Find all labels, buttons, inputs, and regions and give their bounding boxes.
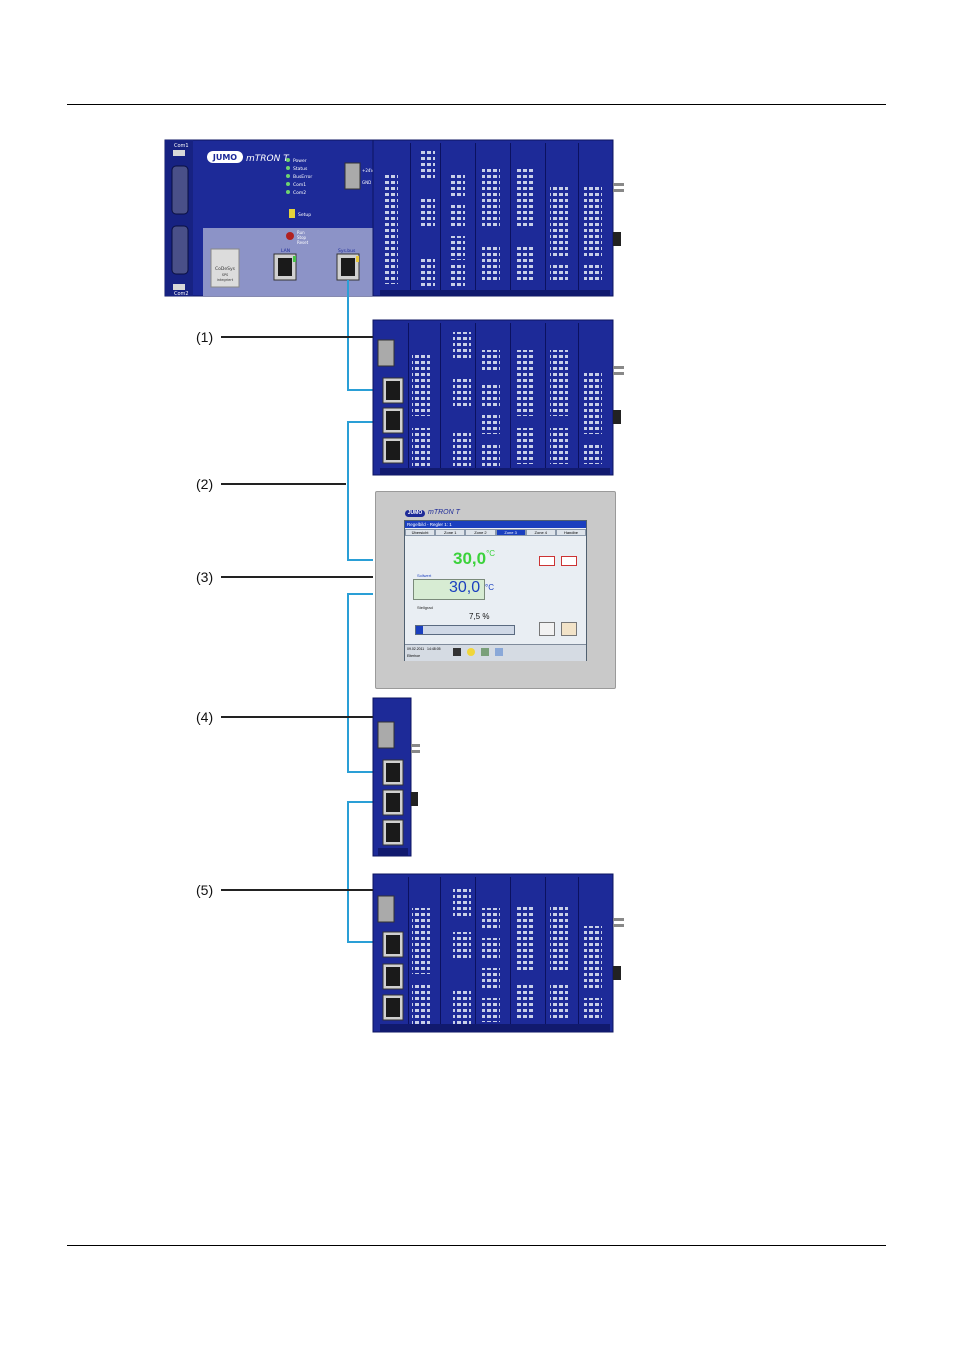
cpu-brand: JUMO xyxy=(212,153,237,162)
footer-print-icon[interactable] xyxy=(481,648,489,656)
setpoint-value: 30,0 xyxy=(449,579,481,596)
output-bar-fill xyxy=(416,626,424,634)
setpoint-field[interactable] xyxy=(413,579,485,600)
callout-3: (3) xyxy=(196,569,214,585)
actual-value: 30,0 xyxy=(453,549,487,568)
screen-titlebar: Regelbild - Regler 1: 1 xyxy=(405,521,586,528)
output-label: Stellgrad xyxy=(417,605,433,610)
footer-date: 09.02.2011 xyxy=(407,647,425,651)
cpu-led-com1: Com1 xyxy=(293,182,306,188)
tab-zone-4[interactable]: Zone 4 xyxy=(525,529,556,536)
footer-home-icon[interactable] xyxy=(453,648,461,656)
actual-unit: °C xyxy=(486,549,496,558)
bus-coupler-4 xyxy=(372,697,420,857)
footer-light-icon[interactable] xyxy=(467,648,475,656)
cpu-led-list xyxy=(286,158,290,194)
header-rule xyxy=(67,104,886,105)
footer-time: 14:48:05 xyxy=(427,647,441,651)
setpoint-label: Sollwert xyxy=(417,573,432,578)
output-bar xyxy=(415,625,515,635)
actual-value-row: 30,0 °C xyxy=(453,549,495,569)
alarm-icon-2[interactable] xyxy=(561,556,577,566)
footer-rule xyxy=(67,1245,886,1246)
tab-zone-1[interactable]: Zone 1 xyxy=(435,529,466,536)
cpu-stop-label: Stop xyxy=(297,235,307,240)
cpu-lan-label: LAN xyxy=(281,248,290,254)
cpu-com1-label: Com1 xyxy=(174,143,189,149)
cpu-codesys-label: CoDeSys xyxy=(215,266,236,272)
cpu-sps-label: SPS xyxy=(222,273,229,277)
tab-zone-2[interactable]: Zone 2 xyxy=(465,529,496,536)
cpu-systembus-label: Sys.bus xyxy=(338,248,356,254)
callout-1: (1) xyxy=(196,329,214,345)
io-rack-1 xyxy=(372,319,624,476)
panel-screen: Regelbild - Regler 1: 1 Übersicht Zone 1… xyxy=(404,520,587,661)
io-rack-top xyxy=(372,139,624,297)
screen-footer: 09.02.2011 14:48:05 Elterhoe xyxy=(405,644,586,661)
cpu-setup-label: Setup xyxy=(298,212,311,218)
cpu-model: mTRON T xyxy=(246,154,290,164)
tab-uebersicht[interactable]: Übersicht xyxy=(405,529,436,536)
manual-button[interactable] xyxy=(539,622,555,636)
output-value: 7,5 % xyxy=(469,612,490,621)
callout-5: (5) xyxy=(196,882,214,898)
callout-4: (4) xyxy=(196,709,214,725)
io-rack-5 xyxy=(372,873,624,1033)
systembus-cable xyxy=(347,280,383,943)
cpu-supply-gnd: GND xyxy=(362,180,371,185)
cpu-led-com2: Com2 xyxy=(293,190,306,196)
tab-zone-3[interactable]: Zone 3 xyxy=(495,529,526,536)
alarm-icon-1[interactable] xyxy=(539,556,555,566)
panel-logo: JUMO xyxy=(405,510,425,517)
footer-user: Elterhoe xyxy=(407,654,421,658)
panel-model: mTRON T xyxy=(428,509,460,516)
callout-2: (2) xyxy=(196,476,214,492)
cpu-led-status: Status xyxy=(293,166,308,172)
tab-handbe[interactable]: Handbe xyxy=(555,529,587,536)
cpu-run-label: Run xyxy=(297,230,305,235)
screen-tabs: Übersicht Zone 1 Zone 2 Zone 3 Zone 4 Ha… xyxy=(405,529,587,536)
footer-help-icon[interactable] xyxy=(495,648,503,656)
cpu-led-buserror: BusError xyxy=(293,174,312,180)
cpu-integriert-label: integriert xyxy=(217,278,234,282)
cpu-com2-label: Com2 xyxy=(174,291,189,297)
setpoint-unit: °C xyxy=(485,583,494,592)
cpu-module xyxy=(164,139,374,297)
cpu-supply-24v: +24V xyxy=(362,168,373,173)
cpu-reset-label: Reset xyxy=(297,240,309,245)
cpu-led-power: Power xyxy=(293,158,307,164)
settings-button[interactable] xyxy=(561,622,577,636)
